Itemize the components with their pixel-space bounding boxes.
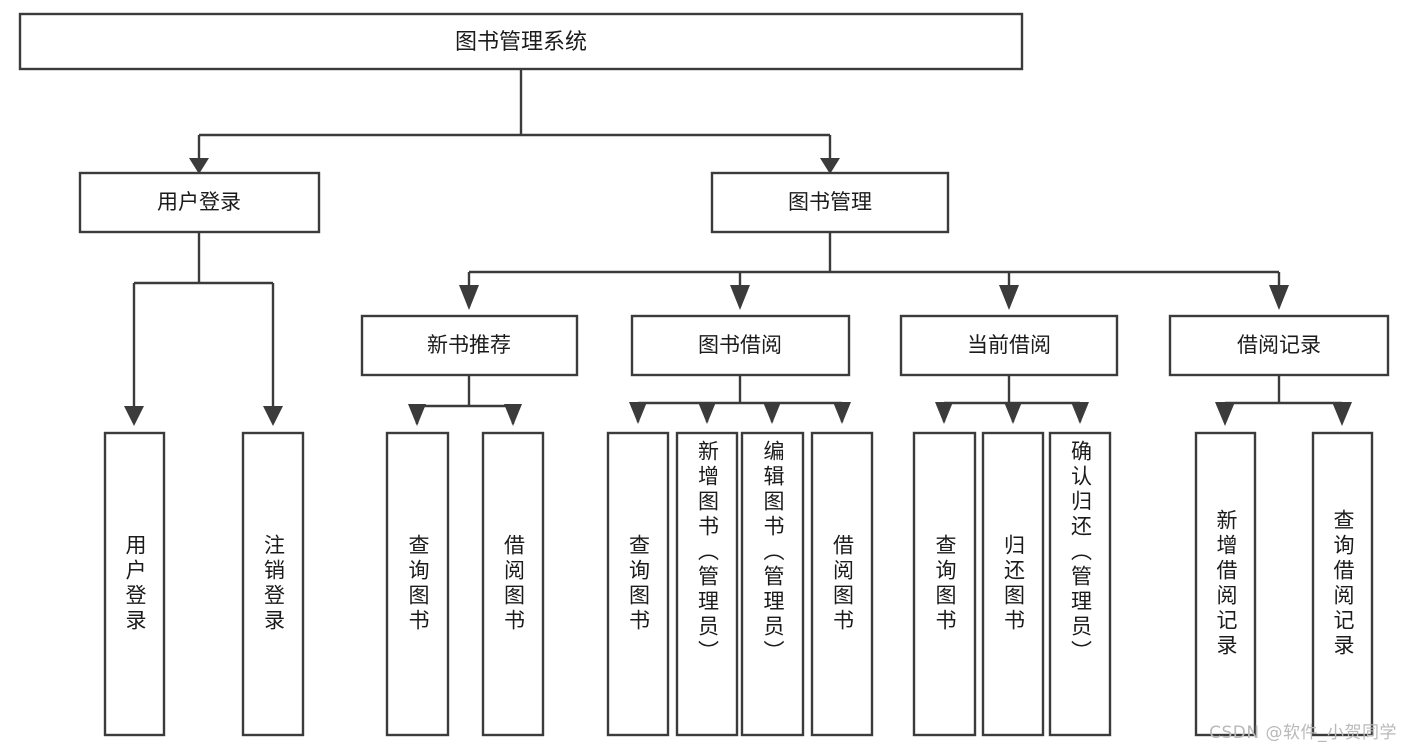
node-current-borrow-box[interactable] (899, 314, 1119, 377)
arrow-head-leaf-user-logout (263, 406, 283, 426)
node-root-box[interactable] (18, 12, 1024, 71)
node-new-book-recommend[interactable]: 新书推荐 (360, 314, 579, 377)
node-current-borrow[interactable]: 当前借阅 (899, 314, 1119, 377)
node-user-login[interactable]: 用户登录 (78, 171, 321, 234)
node-root[interactable]: 图书管理系统 (18, 12, 1024, 71)
arrow-head-leaf-borrow-book-2 (833, 402, 851, 424)
connector-new-book-recommend-trunk (415, 375, 515, 424)
arrow-head-leaf-borrow-book-1 (504, 404, 522, 426)
arrow-head-new-book-recommend (459, 285, 479, 310)
arrow-head-book-manage (820, 158, 840, 174)
arrow-head-leaf-user-login (124, 406, 144, 426)
arrow-head-leaf-query-book-2 (629, 402, 647, 424)
node-leaf-query-record-box[interactable] (1311, 431, 1374, 737)
arrow-head-leaf-query-record (1332, 402, 1352, 426)
node-leaf-query-book-3-box[interactable] (912, 431, 977, 737)
arrow-head-leaf-return-book (1004, 402, 1022, 424)
arrow-head-leaf-query-book-1 (408, 404, 426, 426)
node-book-borrow[interactable]: 图书借阅 (630, 314, 851, 377)
node-leaf-confirm-return-box[interactable] (1048, 431, 1112, 737)
node-book-manage[interactable]: 图书管理 (710, 171, 950, 234)
watermark-text: CSDN @软件_小贺同学 (1209, 723, 1397, 743)
node-leaf-user-login-box[interactable] (103, 431, 166, 737)
arrow-head-current-borrow (999, 285, 1019, 310)
arrow-head-leaf-confirm-return (1071, 402, 1089, 424)
connector-book-manage-trunk (467, 232, 1281, 307)
connector-root-trunk (197, 69, 832, 163)
node-leaf-borrow-book-1-box[interactable] (481, 431, 545, 737)
connector-borrow-record-trunk (1223, 375, 1344, 422)
node-leaf-edit-book-box[interactable] (740, 431, 805, 737)
node-layer: 图书管理系统 用户登录 图书管理 新书推荐 图书借阅 (18, 12, 1390, 737)
node-book-manage-label: 图书管理 (788, 190, 872, 214)
node-leaf-query-book-2-box[interactable] (606, 431, 670, 737)
node-leaf-return-book-box[interactable] (981, 431, 1045, 737)
node-leaf-query-book-1-box[interactable] (385, 431, 450, 737)
node-book-manage-box[interactable] (710, 171, 950, 234)
arrow-head-book-borrow (730, 285, 750, 310)
node-leaf-add-record-box[interactable] (1194, 431, 1257, 737)
node-borrow-record-label: 借阅记录 (1237, 333, 1321, 357)
node-new-book-recommend-box[interactable] (360, 314, 579, 377)
connector-user-login-trunk (132, 232, 275, 411)
node-borrow-record-box[interactable] (1168, 314, 1390, 377)
node-user-login-label: 用户登录 (157, 190, 241, 214)
arrow-head-leaf-edit-book (763, 402, 781, 424)
node-user-login-box[interactable] (78, 171, 321, 234)
node-leaf-add-book-box[interactable] (675, 431, 739, 737)
arrow-head-leaf-add-book (698, 402, 716, 424)
node-leaf-borrow-book-2-box[interactable] (810, 431, 874, 737)
node-borrow-record[interactable]: 借阅记录 (1168, 314, 1390, 377)
node-book-borrow-label: 图书借阅 (698, 333, 782, 357)
arrow-head-leaf-query-book-3 (935, 402, 953, 424)
node-book-borrow-box[interactable] (630, 314, 851, 377)
connector-book-borrow-trunk (636, 375, 844, 422)
arrow-head-borrow-record (1269, 285, 1289, 310)
node-current-borrow-label: 当前借阅 (967, 333, 1051, 357)
arrow-head-leaf-add-record (1215, 402, 1235, 426)
connector-layer (124, 69, 1352, 426)
node-root-label: 图书管理系统 (455, 30, 587, 55)
node-new-book-recommend-label: 新书推荐 (427, 333, 511, 357)
node-leaf-user-logout-box[interactable] (241, 431, 305, 737)
arrow-head-user-login (189, 158, 209, 174)
